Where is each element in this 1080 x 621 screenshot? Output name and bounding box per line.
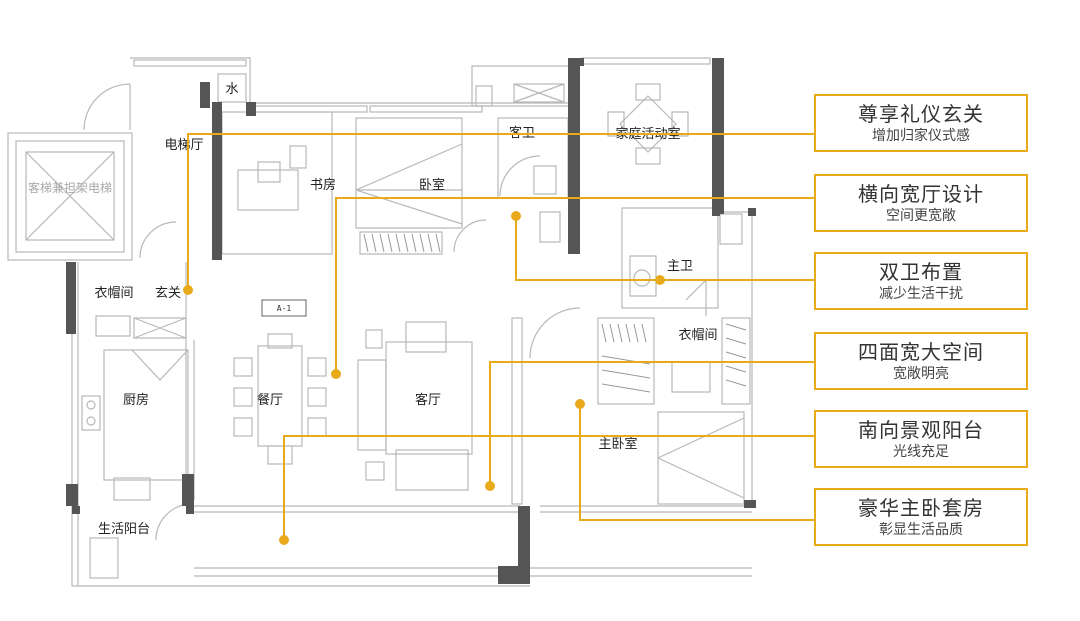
- dot-bath-guest: [511, 211, 521, 221]
- dot-master: [575, 399, 585, 409]
- walls: [66, 58, 756, 584]
- callout-title: 尊享礼仪玄关: [858, 102, 984, 126]
- plan-outline: [7, 57, 753, 587]
- callout-balcony: 南向景观阳台 光线充足: [814, 410, 1028, 468]
- room-label-shufang: 书房: [310, 177, 336, 193]
- room-label-xuanguan: 玄关: [155, 286, 181, 301]
- room-label-chufang: 厨房: [123, 392, 149, 408]
- callout-bath: 双卫布置 减少生活干扰: [814, 252, 1028, 310]
- callout-title: 双卫布置: [879, 260, 963, 284]
- room-label-dianti-ting: 电梯厅: [164, 138, 203, 153]
- unit-code-box: [261, 299, 307, 317]
- callout-title: 南向景观阳台: [858, 418, 984, 442]
- unit-code: A-1: [277, 304, 292, 313]
- room-label-yimaojian-1: 衣帽间: [94, 285, 133, 301]
- callout-subtitle: 增加归家仪式感: [872, 128, 970, 144]
- room-labels: 电梯厅 水 客梯兼担架电梯 书房 卧室 客卫 家庭活动室 主卫 衣帽间 玄关 衣…: [28, 82, 718, 537]
- leader-balcony: [283, 435, 814, 540]
- callout-subtitle: 光线充足: [893, 444, 949, 460]
- callout-entrance: 尊享礼仪玄关 增加归家仪式感: [814, 94, 1028, 152]
- dot-entrance: [183, 285, 193, 295]
- room-label-shenghuo: 生活阳台: [98, 522, 150, 537]
- callout-living: 横向宽厅设计 空间更宽敞: [814, 174, 1028, 232]
- room-label-keting: 客厅: [415, 392, 441, 408]
- room-label-keti: 客梯兼担架电梯: [28, 180, 112, 195]
- callout-subtitle: 宽敞明亮: [893, 366, 949, 382]
- dot-space: [485, 481, 495, 491]
- dot-balcony: [279, 535, 289, 545]
- callout-dots: [183, 211, 665, 545]
- leader-bath: [515, 216, 814, 281]
- callout-space: 四面宽大空间 宽敞明亮: [814, 332, 1028, 390]
- room-label-zhuwoshi: 主卧室: [598, 436, 637, 452]
- room-label-yimaojian-2: 衣帽间: [678, 327, 717, 343]
- callout-subtitle: 空间更宽敞: [886, 208, 956, 224]
- leader-space: [489, 361, 814, 486]
- wardrobe-hatches: [363, 233, 747, 393]
- dot-bath-master: [655, 275, 665, 285]
- room-label-woshi: 卧室: [419, 177, 445, 193]
- callout-leaders: [187, 133, 814, 540]
- room-label-zhuwei: 主卫: [667, 259, 693, 274]
- callout-title: 四面宽大空间: [858, 340, 984, 364]
- leader-master: [579, 404, 814, 521]
- callout-title: 横向宽厅设计: [858, 182, 984, 206]
- room-label-canting: 餐厅: [257, 392, 283, 408]
- leader-living: [335, 197, 814, 374]
- dot-living: [331, 369, 341, 379]
- callout-title: 豪华主卧套房: [858, 496, 984, 520]
- room-label-shui: 水: [225, 82, 238, 97]
- leader-entrance: [187, 133, 814, 290]
- callout-subtitle: 彰显生活品质: [879, 522, 963, 538]
- callout-subtitle: 减少生活干扰: [879, 286, 963, 302]
- callout-master: 豪华主卧套房 彰显生活品质: [814, 488, 1028, 546]
